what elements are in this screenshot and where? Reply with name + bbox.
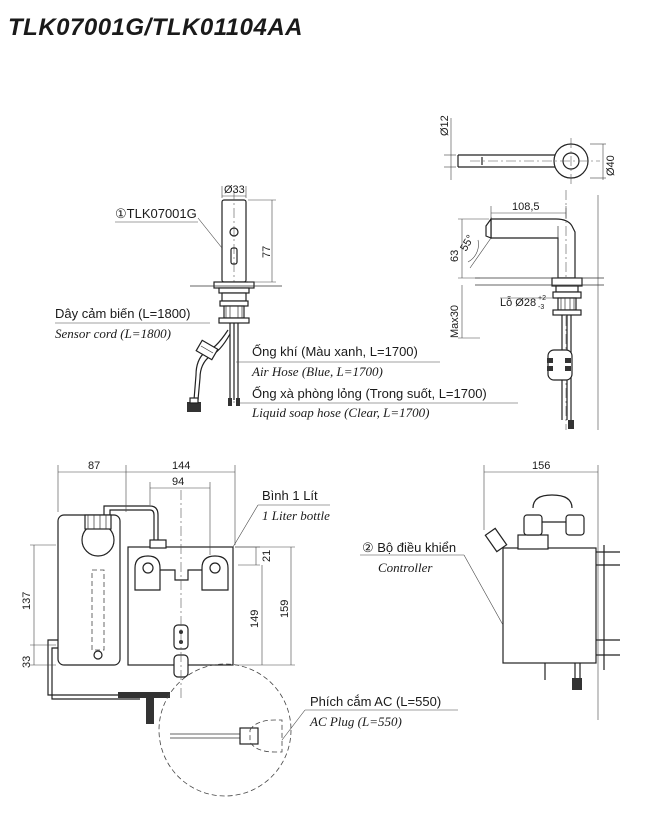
label-controller-en: Controller	[378, 560, 433, 575]
dim-108-5: 108,5	[512, 201, 540, 213]
dim-159: 159	[279, 600, 291, 618]
dim-144: 144	[172, 460, 190, 472]
dim-87: 87	[88, 460, 100, 472]
dim-156: 156	[532, 460, 550, 472]
label-faucet-id: ①TLK07001G	[115, 206, 197, 221]
label-soap-en: Liquid soap hose (Clear, L=1700)	[251, 405, 429, 420]
dim-21: 21	[261, 550, 273, 562]
label-bottle-vi: Bình 1 Lít	[262, 488, 318, 503]
dim-94: 94	[172, 476, 184, 488]
dim-55deg: 55°	[458, 233, 477, 253]
dim-63: 63	[449, 250, 461, 262]
faucet-front-view	[115, 186, 282, 412]
dim-137: 137	[21, 592, 33, 610]
label-bottle-en: 1 Liter bottle	[262, 508, 330, 523]
controller-side-view	[360, 465, 620, 720]
label-air-en: Air Hose (Blue, L=1700)	[251, 364, 383, 379]
label-sensor-vi: Dây cảm biến (L=1800)	[55, 306, 191, 321]
label-sensor-en: Sensor cord (L=1800)	[55, 326, 171, 341]
label-hole-tol-minus: -3	[538, 304, 544, 311]
dim-149: 149	[249, 610, 261, 628]
controller-front-view	[30, 465, 458, 797]
label-plug-en: AC Plug (L=550)	[309, 714, 402, 729]
label-controller-vi: ② Bộ điều khiển	[362, 540, 456, 555]
label-hole: Lỗ Ø28	[500, 296, 536, 309]
dim-33b: 33	[21, 656, 33, 668]
dim-d12: Ø12	[439, 115, 451, 136]
dim-d40: Ø40	[605, 155, 617, 176]
faucet-side-view	[458, 190, 604, 430]
label-hole-tol-plus: +2	[538, 295, 546, 302]
faucet-top-view	[444, 118, 606, 184]
dim-d33: Ø33	[224, 184, 245, 196]
label-plug-vi: Phích cắm AC (L=550)	[310, 694, 441, 709]
dim-max30: Max30	[449, 305, 461, 338]
label-air-vi: Ống khí (Màu xanh, L=1700)	[252, 344, 418, 359]
dim-77: 77	[261, 246, 273, 258]
label-soap-vi: Ống xà phòng lỏng (Trong suốt, L=1700)	[252, 386, 487, 401]
drawing-title: TLK07001G/TLK01104AA	[8, 14, 303, 41]
